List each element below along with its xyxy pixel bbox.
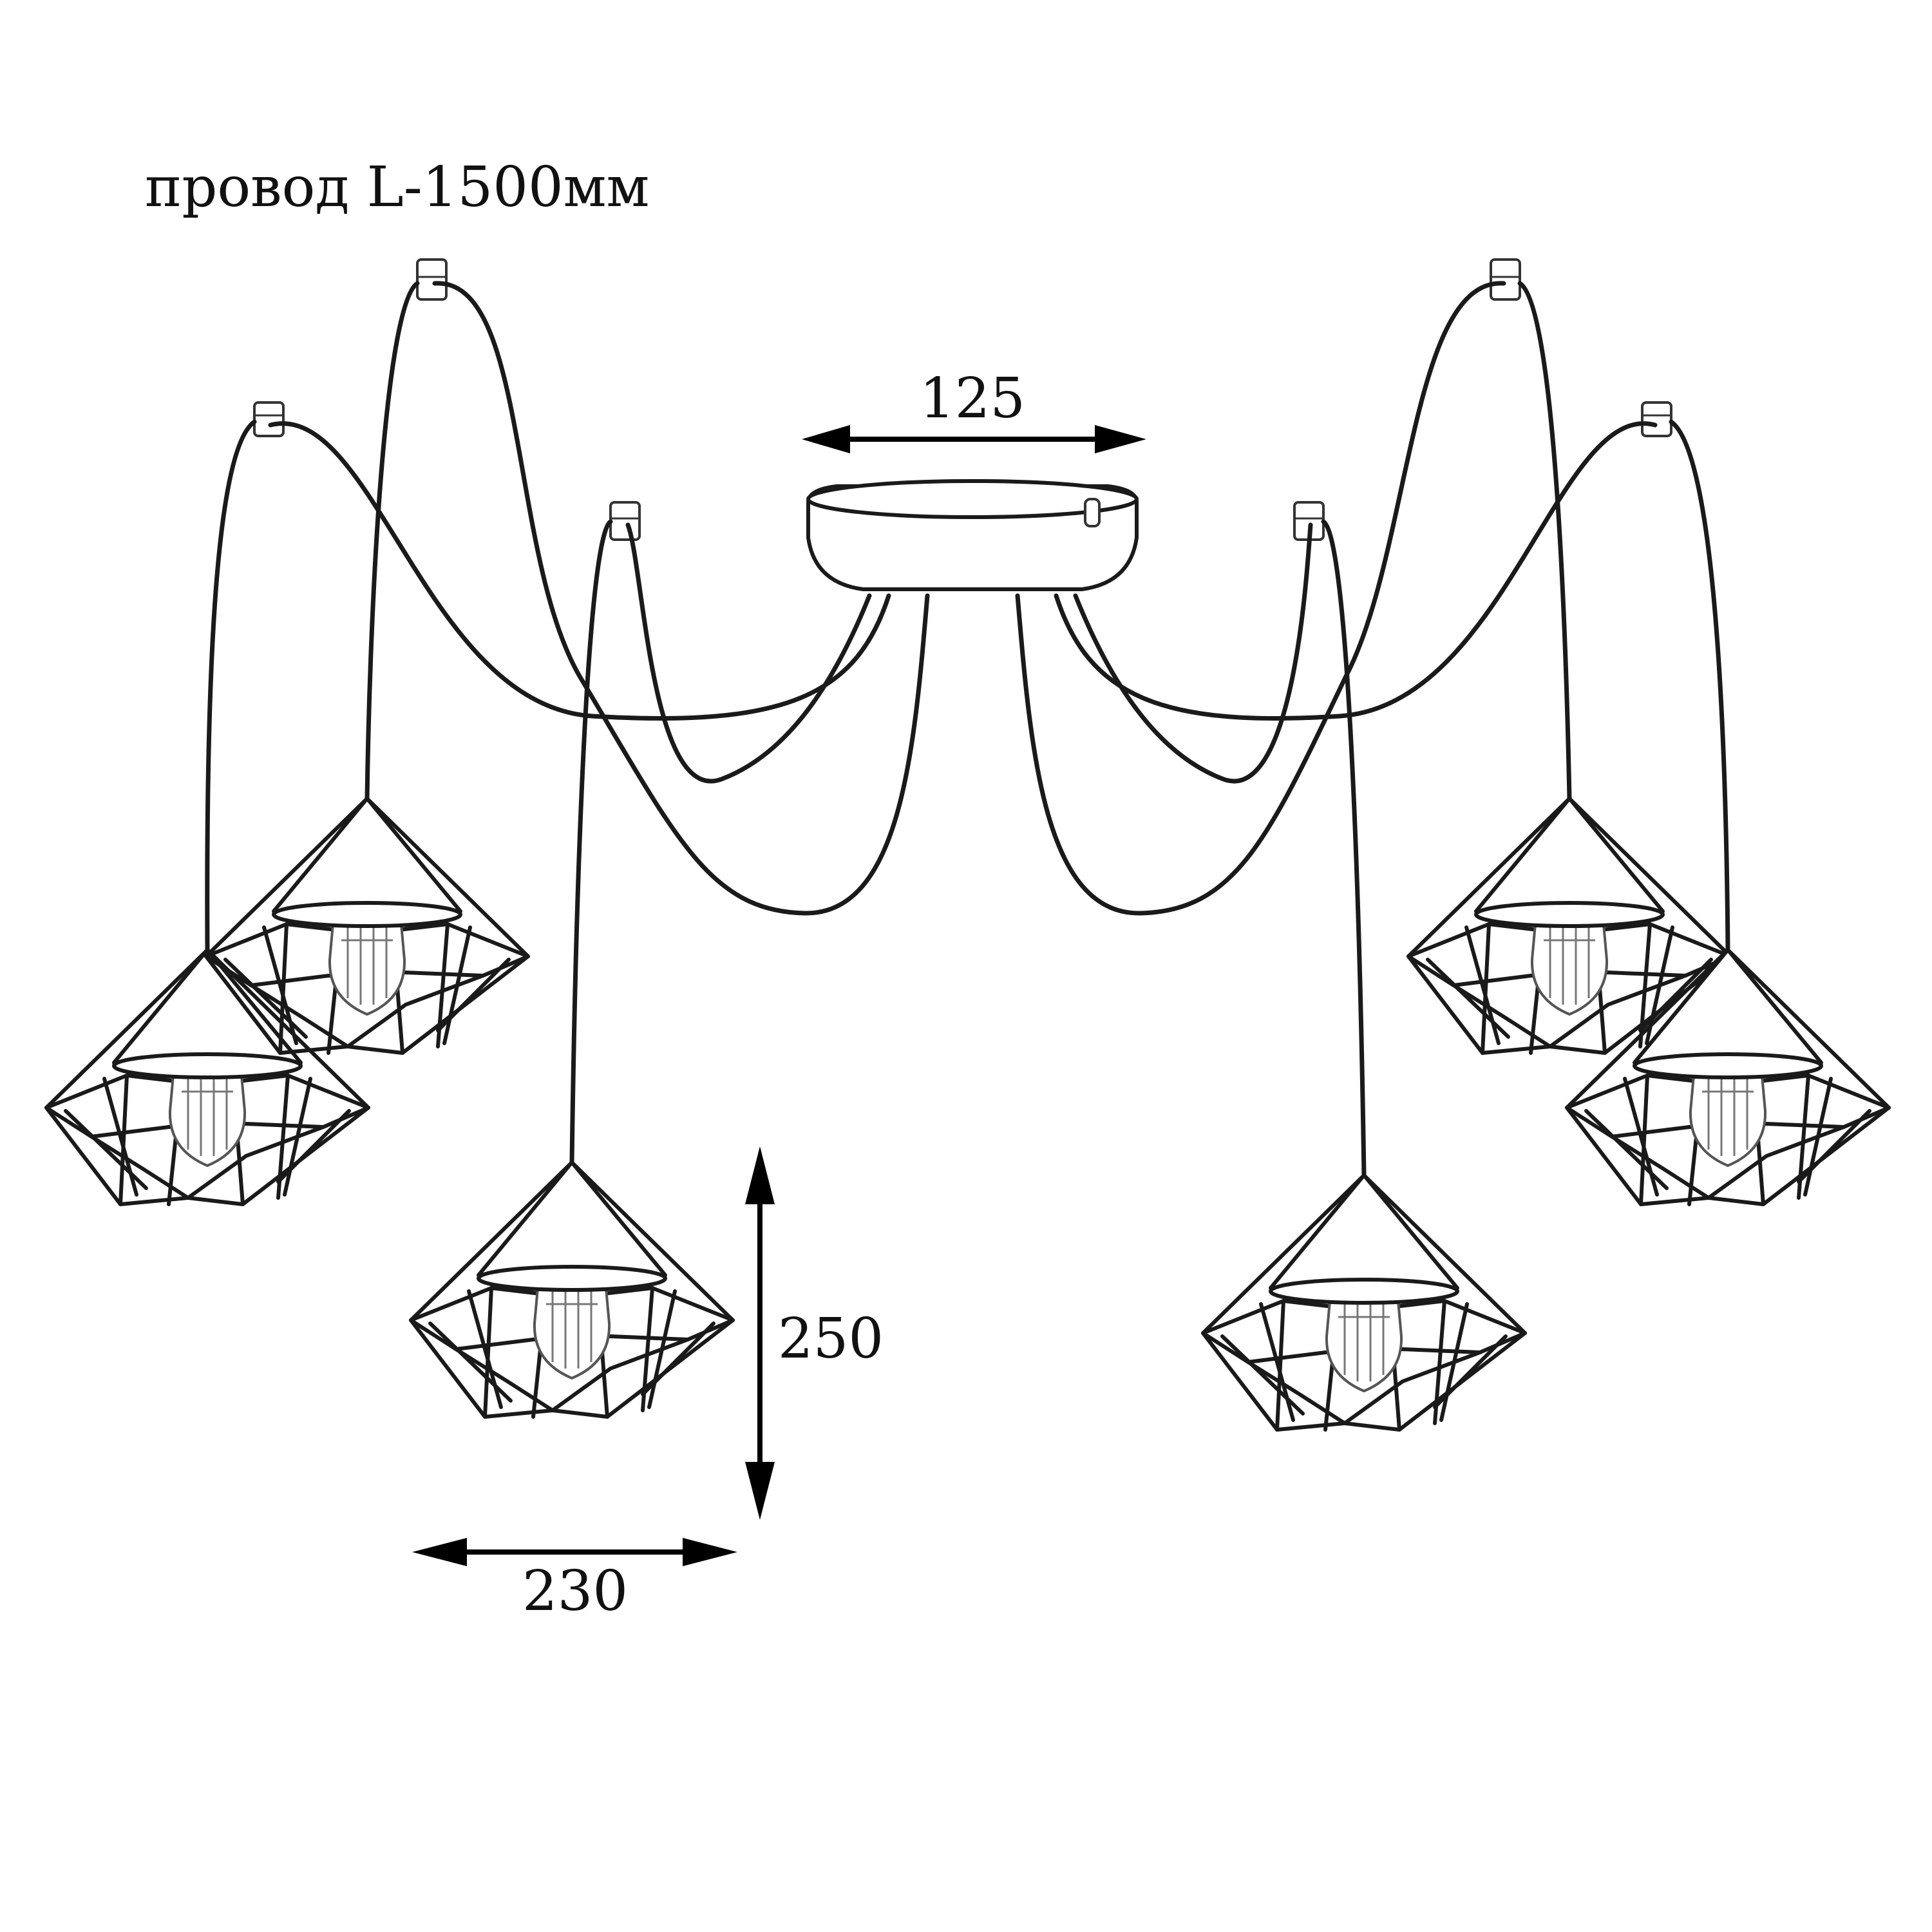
canopy-dimension-arrow: [802, 425, 1146, 453]
pendant-center-left: [411, 1162, 733, 1417]
shade-width-label: 230: [522, 1559, 628, 1624]
height-dimension-arrow: [745, 1146, 775, 1520]
ceiling-hook-6: [1641, 401, 1672, 437]
pendants: [46, 799, 1889, 1430]
shade-height-label: 250: [778, 1307, 884, 1371]
cables: [268, 281, 1658, 916]
ceiling-hook-1: [253, 401, 285, 437]
pendant-center-right: [1203, 1175, 1525, 1430]
width-dimension-arrow: [412, 1538, 737, 1566]
pendant-front-left: [46, 950, 368, 1204]
pendant-front-right: [1567, 950, 1889, 1204]
cable-length-label: провод L-1500мм: [145, 155, 649, 220]
pendant-cords: [205, 281, 1730, 1178]
canopy-diameter-label: 125: [920, 366, 1025, 431]
ceiling-hook-2: [416, 258, 448, 301]
ceiling-hooks: [253, 258, 1672, 541]
ceiling-hook-5: [1490, 258, 1521, 301]
ceiling-canopy: [806, 479, 1139, 591]
ceiling-hook-3: [609, 501, 641, 541]
